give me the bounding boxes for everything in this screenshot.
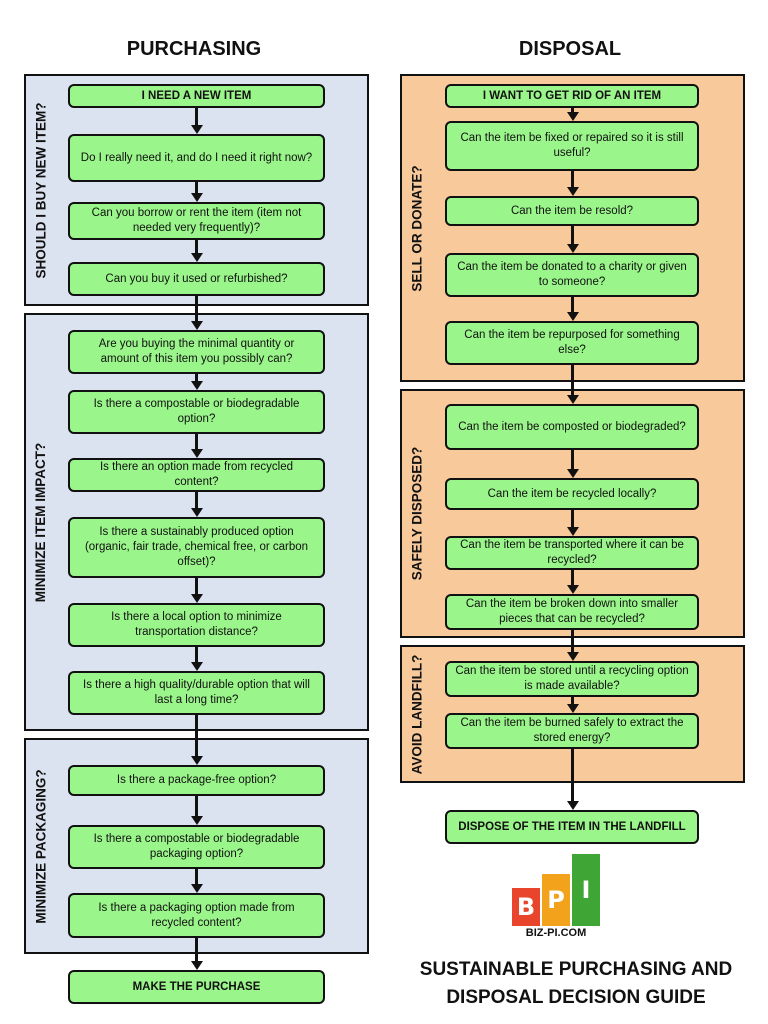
section-label: SAFELY DISPOSED? — [409, 446, 425, 581]
disposal-step-box: Can the item be resold? — [445, 196, 699, 226]
arrowhead — [190, 508, 203, 517]
purchasing-step-box: Is there an option made from recycled co… — [68, 458, 325, 492]
disposal-step-box: Can the item be donated to a charity or … — [445, 253, 699, 297]
disposal-step-box: DISPOSE OF THE ITEM IN THE LANDFILL — [445, 810, 699, 844]
connector-line — [195, 938, 198, 962]
purchasing-step-box: Is there a package-free option? — [68, 765, 325, 796]
arrowhead — [566, 469, 579, 478]
logo-letter-p: P — [542, 874, 570, 926]
connector-line — [195, 578, 198, 595]
connector-line — [195, 296, 198, 322]
arrowhead — [190, 594, 203, 603]
purchasing-step-box: Can you borrow or rent the item (item no… — [68, 202, 325, 240]
arrowhead — [190, 125, 203, 134]
connector-line — [571, 630, 574, 653]
connector-line — [195, 108, 198, 126]
section-label: MINIMIZE ITEM IMPACT? — [33, 442, 49, 602]
logo-letter-b: B — [512, 888, 540, 926]
purchasing-step-box: Is there a sustainably produced option (… — [68, 517, 325, 578]
connector-line — [571, 570, 574, 586]
connector-line — [571, 749, 574, 802]
arrowhead — [566, 704, 579, 713]
connector-line — [571, 697, 574, 705]
bpi-logo: B P I — [512, 852, 602, 942]
disposal-step-box: Can the item be fixed or repaired so it … — [445, 121, 699, 171]
disposal-step-box: Can the item be transported where it can… — [445, 536, 699, 570]
section-label: SELL OR DONATE? — [409, 164, 425, 292]
logo-url: BIZ-PI.COM — [525, 927, 587, 939]
arrowhead — [566, 585, 579, 594]
arrowhead — [190, 253, 203, 262]
disposal-step-box: Can the item be burned safely to extract… — [445, 713, 699, 749]
arrowhead — [190, 662, 203, 671]
arrowhead — [566, 187, 579, 196]
connector-line — [195, 492, 198, 509]
connector-line — [195, 715, 198, 757]
purchasing-step-box: Is there a local option to minimize tran… — [68, 603, 325, 647]
section-label: MINIMIZE PACKAGING? — [33, 768, 49, 924]
arrowhead — [566, 312, 579, 321]
purchasing-step-box: Are you buying the minimal quantity or a… — [68, 330, 325, 374]
purchasing-step-box: Do I really need it, and do I need it ri… — [68, 134, 325, 182]
disposal-step-box: Can the item be broken down into smaller… — [445, 594, 699, 630]
arrowhead — [190, 193, 203, 202]
arrowhead — [566, 395, 579, 404]
connector-line — [195, 240, 198, 254]
purchasing-step-box: Can you buy it used or refurbished? — [68, 262, 325, 296]
arrowhead — [566, 112, 579, 121]
logo-letter-i: I — [572, 854, 600, 926]
arrowhead — [190, 756, 203, 765]
connector-line — [195, 374, 198, 382]
arrowhead — [190, 381, 203, 390]
purchasing-title: PURCHASING — [126, 38, 262, 60]
disposal-step-box: Can the item be recycled locally? — [445, 478, 699, 510]
purchasing-step-box: Is there a packaging option made from re… — [68, 893, 325, 938]
guide-title: SUSTAINABLE PURCHASING AND DISPOSAL DECI… — [419, 959, 733, 1008]
purchasing-step-box: I NEED A NEW ITEM — [68, 84, 325, 108]
purchasing-step-box: Is there a high quality/durable option t… — [68, 671, 325, 715]
section-label: SHOULD I BUY NEW ITEM? — [33, 101, 49, 279]
connector-line — [195, 434, 198, 450]
disposal-step-box: Can the item be composted or biodegraded… — [445, 404, 699, 450]
connector-line — [571, 108, 574, 113]
connector-line — [571, 226, 574, 245]
disposal-step-box: Can the item be repurposed for something… — [445, 321, 699, 365]
connector-line — [571, 510, 574, 528]
arrowhead — [190, 816, 203, 825]
connector-line — [571, 365, 574, 396]
arrowhead — [566, 244, 579, 253]
connector-line — [571, 171, 574, 188]
connector-line — [571, 450, 574, 470]
arrowhead — [566, 652, 579, 661]
connector-line — [195, 796, 198, 817]
arrowhead — [566, 801, 579, 810]
purchasing-step-box: Is there a compostable or biodegradable … — [68, 390, 325, 434]
disposal-step-box: Can the item be stored until a recycling… — [445, 661, 699, 697]
purchasing-step-box: MAKE THE PURCHASE — [68, 970, 325, 1004]
section-label: AVOID LANDFILL? — [409, 654, 425, 774]
disposal-step-box: I WANT TO GET RID OF AN ITEM — [445, 84, 699, 108]
connector-line — [195, 647, 198, 663]
connector-line — [195, 182, 198, 194]
connector-line — [571, 297, 574, 313]
arrowhead — [566, 527, 579, 536]
arrowhead — [190, 321, 203, 330]
arrowhead — [190, 961, 203, 970]
disposal-title: DISPOSAL — [518, 38, 622, 60]
arrowhead — [190, 884, 203, 893]
arrowhead — [190, 449, 203, 458]
purchasing-step-box: Is there a compostable or biodegradable … — [68, 825, 325, 869]
connector-line — [195, 869, 198, 885]
